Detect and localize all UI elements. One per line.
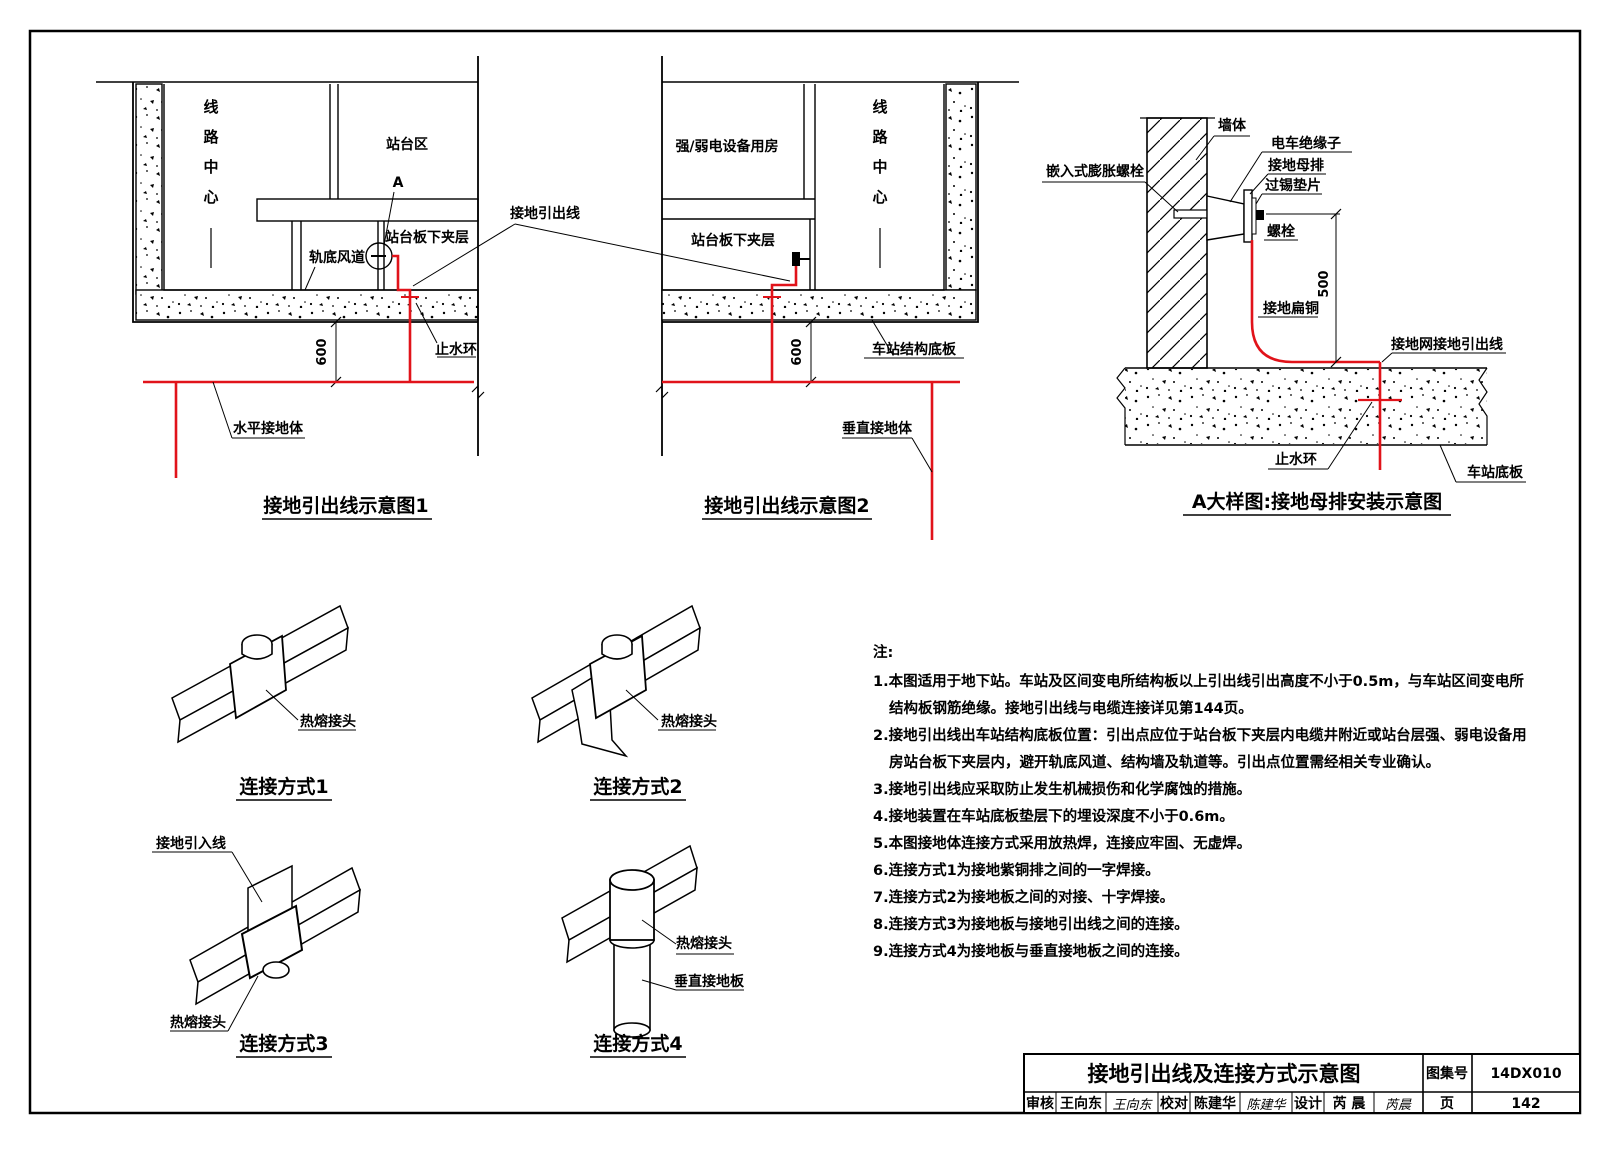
detail-grid-lead: 接地网接地引出线	[1391, 336, 1503, 353]
designer-signature: 芮晨	[1385, 1098, 1412, 1113]
detail-caption: A大样图:接地母排安装示意图	[1192, 490, 1442, 513]
notes: 注: 1.本图适用于地下站。车站及区间变电所结构板以上引出线引出高度不小于0.5…	[873, 643, 1527, 960]
m3-label: 热熔接头	[170, 1014, 226, 1031]
m2-caption: 连接方式2	[593, 775, 682, 798]
detail-base-slab: 车站底板	[1467, 464, 1524, 481]
fig1-caption: 接地引出线示意图1	[263, 494, 428, 517]
title-block: 接地引出线及连接方式示意图 图集号 14DX010 页 142 审核 王向东 王…	[1023, 1053, 1581, 1114]
m4-label: 热熔接头	[676, 935, 732, 952]
figure-2: 强/弱电设备用房 站台板下夹层 线 路 中 心 车站结构底板 600 垂直接地体…	[655, 56, 1019, 540]
m4-caption: 连接方式4	[593, 1032, 682, 1055]
design-label: 设计	[1294, 1095, 1322, 1112]
detail-busbar: 接地母排	[1268, 157, 1324, 174]
figure-1: 线 路 中 心 站台区 A 站台板下夹层 轨底风道 接地引出线 止水环 600 …	[96, 56, 791, 520]
connection-method-1: 热熔接头 连接方式1	[171, 604, 356, 801]
note-line: 3.接地引出线应采取防止发生机械损伤和化学腐蚀的措施。	[873, 780, 1251, 798]
detail-water-ring: 止水环	[1275, 451, 1317, 468]
fig2-line-center-1: 线	[872, 98, 887, 116]
fig2-line-center-3: 中	[872, 158, 887, 176]
note-line: 8.连接方式3为接地板与接地引出线之间的连接。	[873, 915, 1189, 933]
reviewer: 王向东	[1060, 1095, 1102, 1112]
note-line: 2.接地引出线出车站结构底板位置：引出点应位于站台板下夹层内电缆井附近或站台层强…	[873, 726, 1527, 744]
detail-bolt: 螺栓	[1267, 223, 1295, 240]
detail-flat-copper: 接地扁铜	[1263, 300, 1319, 317]
fig2-base-slab: 车站结构底板	[872, 341, 957, 358]
fig1-dim-600: 600	[315, 338, 330, 365]
atlas-label: 图集号	[1426, 1065, 1468, 1082]
fig1-marker-a: A	[393, 175, 404, 191]
note-line: 4.接地装置在车站底板垫层下的埋设深度不小于0.6m。	[873, 807, 1234, 825]
m3-lead-in: 接地引入线	[156, 835, 226, 852]
note-line: 9.连接方式4为接地板与垂直接地板之间的连接。	[873, 942, 1189, 960]
fig2-dim-600: 600	[790, 338, 805, 365]
fig1-line-center-4: 心	[203, 188, 218, 206]
fig2-line-center-2: 路	[872, 128, 888, 146]
designer: 芮 晨	[1333, 1095, 1367, 1112]
sheet-title: 接地引出线及连接方式示意图	[1088, 1062, 1361, 1086]
reviewer-signature: 王向东	[1112, 1098, 1153, 1113]
note-line: 7.连接方式2为接地板之间的对接、十字焊接。	[873, 888, 1174, 906]
page-label: 页	[1440, 1096, 1454, 1112]
fig1-ground-lead-label: 接地引出线	[510, 205, 580, 222]
fig2-vertical-body: 垂直接地体	[842, 420, 913, 437]
page-number: 142	[1511, 1096, 1540, 1112]
fig1-line-center-1: 线	[203, 98, 218, 116]
notes-heading: 注:	[873, 643, 893, 661]
fig1-line-center-3: 中	[203, 158, 218, 176]
review-label: 审核	[1026, 1095, 1054, 1112]
checker-signature: 陈建华	[1246, 1097, 1287, 1113]
fig2-caption: 接地引出线示意图2	[704, 494, 869, 517]
fig2-line-center-4: 心	[872, 188, 887, 206]
fig1-horizontal-body: 水平接地体	[233, 420, 304, 437]
note-line: 1.本图适用于地下站。车站及区间变电所结构板以上引出线引出高度不小于0.5m，与…	[873, 672, 1524, 690]
note-line: 房站台板下夹层内，避开轨底风道、结构墙及轨道等。引出点位置需经相关专业确认。	[889, 753, 1440, 771]
detail-wall: 墙体	[1218, 117, 1247, 134]
fig1-under-platform: 站台板下夹层	[385, 229, 469, 246]
note-line: 6.连接方式1为接地紫铜排之间的一字焊接。	[873, 861, 1160, 879]
m4-vertical-plate: 垂直接地板	[674, 973, 745, 990]
note-line: 5.本图接地体连接方式采用放热焊，连接应牢固、无虚焊。	[873, 834, 1251, 852]
note-line: 结构板钢筋绝缘。接地引出线与电缆连接详见第144页。	[889, 699, 1253, 717]
fig2-equipment-room: 强/弱电设备用房	[675, 138, 778, 155]
fig1-line-center-2: 路	[203, 128, 219, 146]
detail-insulator: 电车绝缘子	[1271, 135, 1341, 152]
detail-transition-pad: 过锡垫片	[1265, 177, 1321, 194]
fig1-platform-area: 站台区	[386, 136, 428, 153]
connection-method-3: 接地引入线 热熔接头 连接方式3	[152, 835, 361, 1058]
m1-label: 热熔接头	[300, 713, 356, 730]
m2-label: 热熔接头	[661, 713, 717, 730]
checker: 陈建华	[1194, 1095, 1236, 1112]
connection-method-4: 热熔接头 垂直接地板 连接方式4	[561, 844, 745, 1058]
connection-method-2: 热熔接头 连接方式2	[531, 604, 717, 801]
sheet-border	[28, 29, 1582, 1115]
m1-caption: 连接方式1	[239, 775, 328, 798]
atlas-number: 14DX010	[1490, 1066, 1561, 1082]
detail-dim-500: 500	[1317, 270, 1332, 297]
detail-a: 500 墙体 电车绝缘子 嵌入式膨胀螺栓 接地母排 过锡垫片 螺栓 接地扁铜 接…	[1042, 117, 1526, 516]
detail-anchor-bolt: 嵌入式膨胀螺栓	[1046, 163, 1144, 180]
fig1-track-duct: 轨底风道	[309, 249, 365, 266]
check-label: 校对	[1160, 1095, 1188, 1112]
m3-caption: 连接方式3	[239, 1032, 328, 1055]
fig2-under-platform: 站台板下夹层	[691, 232, 775, 249]
fig1-water-ring: 止水环	[435, 341, 477, 358]
